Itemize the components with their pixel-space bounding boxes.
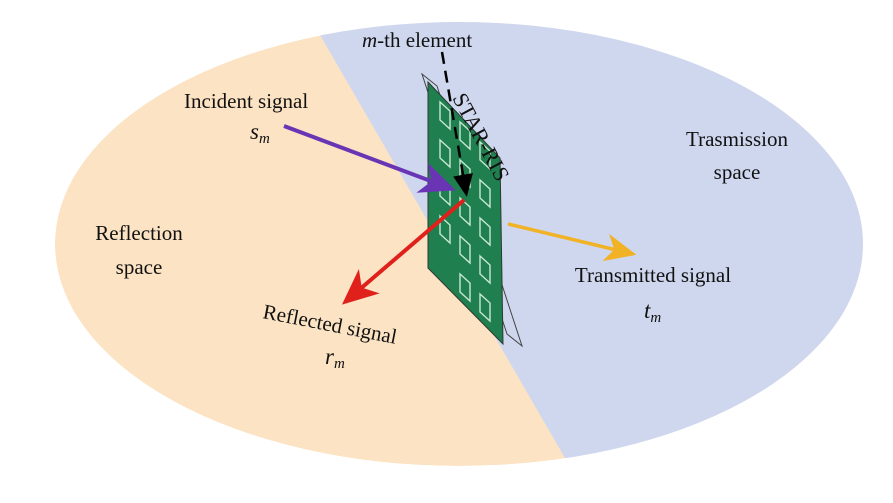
transmission-space-label-line1: Trasmission (686, 127, 788, 151)
transmission-space-label-line2: space (714, 160, 761, 184)
transmitted-signal-arrow (507, 222, 637, 262)
element-label: m-th element (362, 28, 472, 52)
incident-signal-label: Incident signal (184, 89, 308, 113)
reflection-space-label-line2: space (116, 255, 163, 279)
reflection-space-label-line1: Reflection (95, 221, 183, 245)
transmitted-signal-symbol: tm (644, 298, 661, 326)
incident-signal-arrow (283, 124, 456, 193)
incident-signal-symbol: sm (250, 119, 270, 147)
transmitted-signal-label: Transmitted signal (575, 263, 731, 287)
reflected-signal-symbol: rm (325, 344, 345, 372)
element-pointer-arrow (440, 51, 473, 197)
reflected-signal-arrow (341, 198, 466, 305)
